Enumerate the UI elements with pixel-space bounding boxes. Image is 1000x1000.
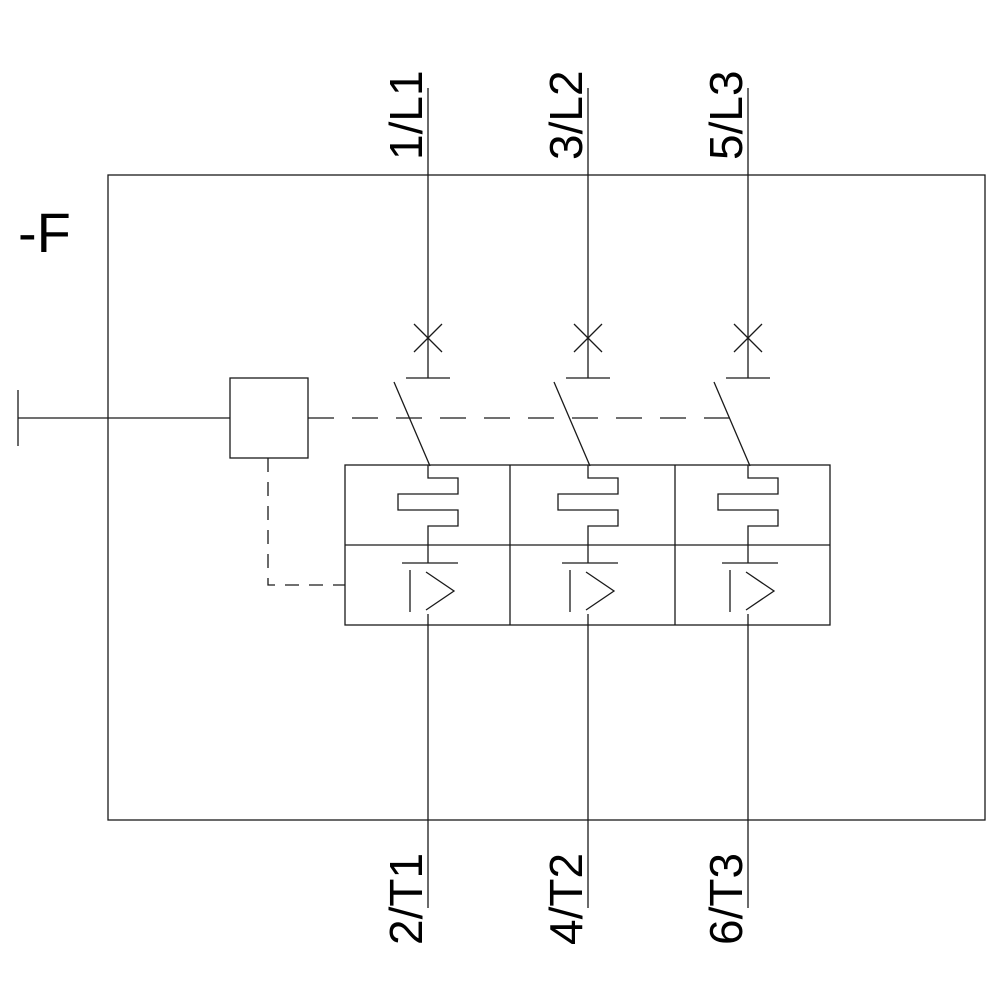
switch-blade-3	[713, 381, 751, 467]
terminal-label-top-2: 3/L2	[540, 70, 592, 160]
disconnect-cross-icon-1	[413, 323, 443, 353]
pole-1: 1/L1 2/T1	[380, 70, 459, 945]
magnetic-trip-icon-3	[722, 545, 778, 612]
disconnect-cross-icon-2	[573, 323, 603, 353]
thermal-overload-icon-3	[717, 465, 779, 545]
thermal-overload-icon-2	[557, 465, 619, 545]
component-designation-label: -F	[18, 201, 71, 264]
magnetic-trip-icon-2	[562, 545, 618, 612]
magnetic-arrow-3	[745, 571, 776, 611]
thermal-overload-icon-1	[397, 465, 459, 545]
magnetic-trip-icon-1	[402, 545, 458, 612]
disconnect-cross-icon-3	[733, 323, 763, 353]
magnetic-arrow-1	[425, 571, 456, 611]
switch-blade-2	[553, 381, 591, 467]
actuator-mechanism	[17, 377, 737, 586]
trip-linkage-dashed-line	[267, 458, 345, 586]
actuator-box-icon	[229, 377, 309, 459]
magnetic-arrow-2	[585, 571, 616, 611]
pole-2: 3/L2 4/T2	[540, 70, 619, 945]
terminal-label-top-1: 1/L1	[380, 70, 432, 160]
pole-3: 5/L3 6/T3	[700, 70, 779, 945]
terminal-label-bottom-3: 6/T3	[700, 853, 752, 945]
terminal-label-bottom-1: 2/T1	[380, 853, 432, 945]
terminal-label-top-3: 5/L3	[700, 70, 752, 160]
enclosure-border	[107, 174, 986, 821]
terminal-label-bottom-2: 4/T2	[540, 853, 592, 945]
switch-blade-1	[393, 381, 431, 467]
